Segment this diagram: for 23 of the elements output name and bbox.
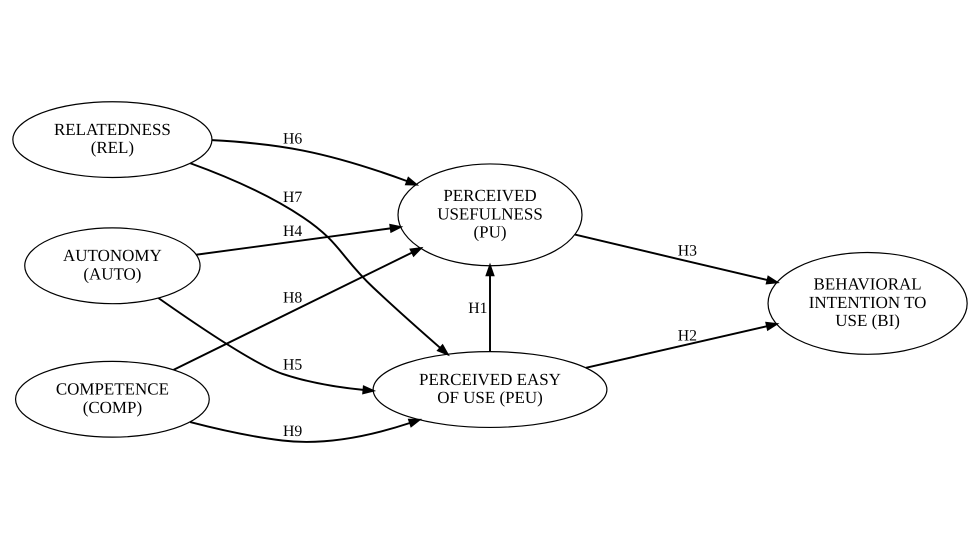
arrow — [158, 297, 376, 395]
node-ellipse: PERCEIVED USEFULNESS (PU) — [397, 163, 583, 266]
edge-label: H8 — [282, 290, 302, 307]
edge-label: H9 — [282, 423, 302, 440]
edge-label: H4 — [282, 222, 302, 240]
node-ellipse: RELATEDNESS (REL) — [12, 101, 213, 178]
edge-label: H2 — [678, 327, 698, 344]
arrow — [196, 224, 404, 256]
arrow — [173, 246, 424, 371]
arrow — [190, 162, 450, 356]
node-ellipse: AUTONOMY (AUTO) — [24, 227, 201, 304]
edge-label: H1 — [468, 300, 488, 317]
arrow — [586, 322, 780, 369]
arrow — [485, 262, 495, 352]
node-ellipse: BEHAVIORAL INTENTION TO USE (BI) — [767, 252, 968, 355]
arrow — [574, 234, 780, 284]
node-ellipse: COMPETENCE (COMP) — [14, 360, 210, 438]
arrow — [190, 418, 422, 443]
edge-label: H6 — [282, 130, 302, 148]
edge-label: H3 — [678, 242, 698, 260]
edge-label: H7 — [282, 188, 302, 206]
arrow — [212, 139, 420, 186]
edge-label: H5 — [282, 356, 302, 374]
